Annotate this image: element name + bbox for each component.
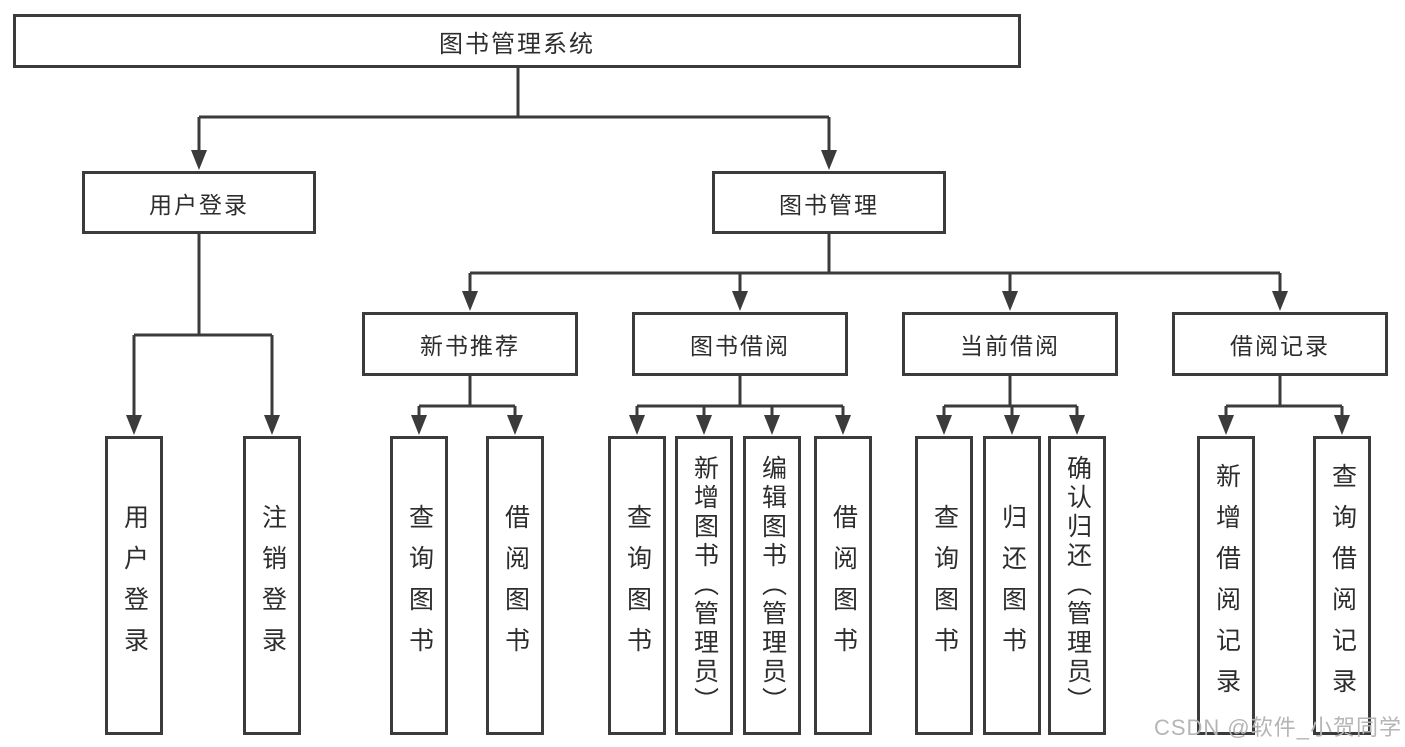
leaf-query-books-borrow-label: 查询图书 [623,503,652,668]
node-library-system: 图书管理系统 [13,14,1021,68]
leaf-borrow-books-label: 借阅图书 [829,503,858,668]
leaf-edit-books-admin-label: 编辑图书（管理员） [758,455,787,716]
node-library-system-label: 图书管理系统 [439,30,595,58]
arrowhead-icon [696,415,712,435]
node-current-borrow-label: 当前借阅 [960,333,1060,359]
arrowhead-icon [936,415,952,435]
leaf-confirm-return-admin-label: 确认归还（管理员） [1063,455,1092,716]
node-book-management: 图书管理 [712,171,946,234]
leaf-query-books-current-label: 查询图书 [930,503,959,668]
node-new-book-recommend: 新书推荐 [362,312,578,376]
arrowhead-icon [764,415,780,435]
arrowhead-icon [629,415,645,435]
leaf-user-login: 用户登录 [105,436,163,735]
node-current-borrow: 当前借阅 [902,312,1118,376]
leaf-borrow-books-recommend-label: 借阅图书 [501,503,530,668]
arrowhead-icon [1069,415,1085,435]
arrowhead-icon [835,415,851,435]
leaf-add-borrow-record-label: 新增借阅记录 [1212,462,1241,709]
node-user-login-label: 用户登录 [149,191,249,218]
connector-records-to-leaves [1218,376,1350,435]
leaf-query-borrow-record: 查询借阅记录 [1313,436,1371,735]
node-book-borrow: 图书借阅 [632,312,848,376]
leaf-return-books: 归还图书 [983,436,1041,735]
node-book-borrow-label: 图书借阅 [690,333,790,359]
leaf-user-login-label: 用户登录 [120,503,149,668]
arrowhead-icon [732,291,748,311]
leaf-query-books-borrow: 查询图书 [608,436,666,735]
leaf-return-books-label: 归还图书 [998,503,1027,668]
node-user-login: 用户登录 [82,171,316,234]
leaf-query-borrow-record-label: 查询借阅记录 [1328,462,1357,709]
connector-recommend-to-leaves [411,376,523,435]
leaf-logout-label: 注销登录 [258,503,287,668]
arrowhead-icon [1272,291,1288,311]
connector-root-to-level2 [191,68,837,170]
arrowhead-icon [191,150,207,170]
leaf-borrow-books-recommend: 借阅图书 [486,436,544,735]
csdn-watermark: CSDN @软件_小贺同学 [1153,715,1402,740]
arrowhead-icon [821,150,837,170]
node-borrow-records-label: 借阅记录 [1230,333,1330,359]
leaf-query-books-recommend: 查询图书 [390,436,448,735]
connector-bookmgmt-to-level3 [462,234,1288,311]
arrowhead-icon [126,415,142,435]
node-book-management-label: 图书管理 [779,191,879,218]
arrowhead-icon [264,415,280,435]
leaf-add-books-admin: 新增图书（管理员） [675,436,733,735]
arrowhead-icon [1002,291,1018,311]
connector-userlogin-to-leaves [126,234,280,435]
node-new-book-recommend-label: 新书推荐 [420,333,520,359]
leaf-add-books-admin-label: 新增图书（管理员） [690,455,719,716]
leaf-confirm-return-admin: 确认归还（管理员） [1048,436,1106,735]
connector-current-to-leaves [936,376,1085,435]
leaf-add-borrow-record: 新增借阅记录 [1197,436,1255,735]
arrowhead-icon [507,415,523,435]
arrowhead-icon [411,415,427,435]
arrowhead-icon [462,291,478,311]
node-borrow-records: 借阅记录 [1172,312,1388,376]
leaf-logout: 注销登录 [243,436,301,735]
leaf-query-books-current: 查询图书 [915,436,973,735]
connector-borrow-to-leaves [629,376,851,435]
arrowhead-icon [1334,415,1350,435]
leaf-borrow-books: 借阅图书 [814,436,872,735]
leaf-edit-books-admin: 编辑图书（管理员） [743,436,801,735]
arrowhead-icon [1004,415,1020,435]
arrowhead-icon [1218,415,1234,435]
leaf-query-books-recommend-label: 查询图书 [405,503,434,668]
